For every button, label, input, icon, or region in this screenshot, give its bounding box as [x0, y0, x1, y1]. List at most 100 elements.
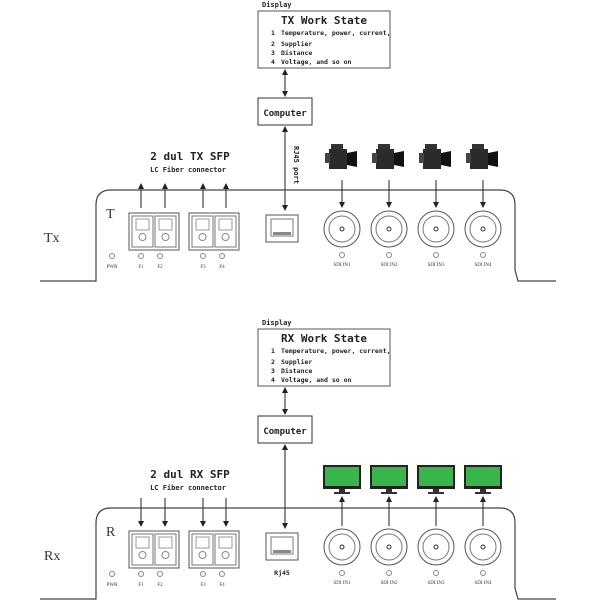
- computer-box: [257, 415, 313, 444]
- state-item-text: Supplier: [281, 40, 312, 48]
- work-state-box: [257, 328, 391, 387]
- camera-lens: [441, 151, 451, 167]
- monitor-screen: [325, 467, 359, 486]
- monitor-icon: [417, 465, 455, 494]
- camera-handle: [378, 144, 390, 149]
- work-state-title: RX Work State: [281, 332, 367, 345]
- sdi-led: [386, 570, 392, 576]
- state-item-number: 1: [271, 347, 275, 355]
- bnc-ring: [469, 215, 497, 243]
- state-item-number: 3: [271, 49, 275, 57]
- monitor-stand: [428, 492, 444, 494]
- camera-viewfinder: [325, 153, 330, 163]
- sdi-label: SDI IN4: [474, 263, 492, 268]
- monitor-icon: [464, 465, 502, 494]
- state-item-text: Voltage, and so on: [281, 58, 352, 66]
- sdi-led: [339, 570, 345, 576]
- video-camera-icon: [325, 144, 357, 169]
- lc-port: [214, 215, 237, 248]
- state-item-text: Distance: [281, 49, 312, 57]
- bnc-pin: [339, 544, 345, 550]
- monitor-stand: [334, 492, 350, 494]
- camera-handle: [472, 144, 484, 149]
- lc-port-latch: [158, 218, 173, 231]
- status-led: [219, 571, 225, 577]
- camera-body: [470, 149, 488, 169]
- sdi-led: [386, 252, 392, 258]
- rj45-port-label: RJ45 port: [292, 146, 300, 184]
- status-led: [157, 253, 163, 259]
- state-item-number: 2: [271, 358, 275, 366]
- status-led: [219, 253, 225, 259]
- lc-port-ferrule: [138, 233, 147, 241]
- rx-section: Display RX Work State 1 Temperature, power,…: [40, 319, 556, 600]
- led-label: F1: [138, 583, 144, 588]
- bnc-ring: [469, 533, 497, 561]
- lc-port: [131, 215, 154, 248]
- rj45-pins: [273, 550, 291, 553]
- monitor-icon: [323, 465, 361, 494]
- bnc-pin: [433, 226, 439, 232]
- lc-port: [191, 215, 214, 248]
- bnc-pin: [480, 544, 486, 550]
- rj45-socket: [270, 218, 294, 237]
- sdi-led: [433, 252, 439, 258]
- device-enclosure: [40, 189, 556, 282]
- state-item-number: 1: [271, 29, 275, 37]
- lc-port: [154, 215, 177, 248]
- led-label: F1: [138, 265, 144, 270]
- led-label: PWR: [107, 583, 119, 588]
- rj45-port-label: Rj45: [274, 569, 290, 577]
- state-item-text: Temperature, power, current,: [281, 347, 391, 355]
- led-label: F3: [200, 265, 206, 270]
- state-item-text: Temperature, power, current,: [281, 29, 391, 37]
- side-label: Tx: [44, 231, 60, 246]
- camera-body: [423, 149, 441, 169]
- side-label: Rx: [44, 549, 60, 564]
- lc-port-latch: [135, 536, 150, 549]
- camera-handle: [425, 144, 437, 149]
- sdi-label: SDI IN4: [474, 581, 492, 586]
- state-item-number: 4: [271, 376, 275, 384]
- bnc-ring: [422, 215, 450, 243]
- bnc-pin: [480, 226, 486, 232]
- device-enclosure: [40, 507, 556, 600]
- camera-lens: [347, 151, 357, 167]
- video-camera-icon: [419, 144, 451, 169]
- computer-label: Computer: [263, 427, 307, 437]
- lc-port: [131, 533, 154, 566]
- camera-viewfinder: [372, 153, 377, 163]
- status-led: [138, 253, 144, 259]
- sdi-led: [433, 570, 439, 576]
- led-label: F4: [219, 265, 225, 270]
- sfp-subtitle: LC Fiber connector: [150, 484, 226, 492]
- status-led: [157, 571, 163, 577]
- bnc-ring: [422, 533, 450, 561]
- video-camera-icon: [372, 144, 404, 169]
- lc-port-ferrule: [161, 551, 170, 559]
- lc-port-ferrule: [221, 233, 230, 241]
- led-label: PWR: [107, 265, 119, 270]
- state-item-text: Supplier: [281, 358, 312, 366]
- work-state-box: [257, 10, 391, 69]
- sdi-label: SDI IN3: [427, 263, 445, 268]
- camera-viewfinder: [466, 153, 471, 163]
- lc-port: [191, 533, 214, 566]
- lc-port-latch: [218, 218, 233, 231]
- bnc-pin: [433, 544, 439, 550]
- led-label: F3: [200, 583, 206, 588]
- status-led: [200, 571, 206, 577]
- status-led: [200, 253, 206, 259]
- work-state-title: TX Work State: [281, 14, 367, 27]
- lc-port-ferrule: [221, 551, 230, 559]
- display-label: Display: [262, 319, 292, 327]
- led-label: F2: [157, 265, 163, 270]
- monitor-neck: [433, 489, 439, 492]
- monitor-neck: [339, 489, 345, 492]
- camera-viewfinder: [419, 153, 424, 163]
- monitor-icon: [370, 465, 408, 494]
- camera-body: [376, 149, 394, 169]
- computer-label: Computer: [263, 109, 307, 119]
